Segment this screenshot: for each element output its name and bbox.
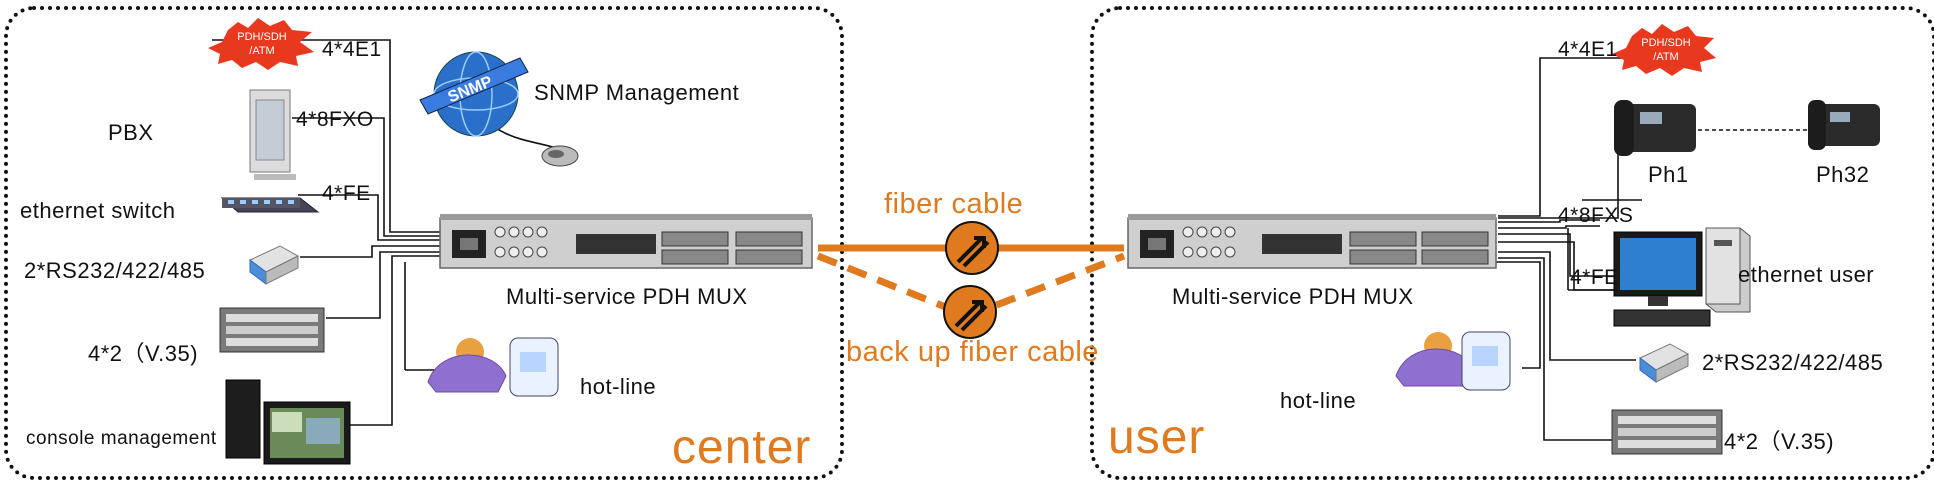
fe-port-label: 4*FE bbox=[1570, 266, 1619, 289]
snmp-globe-icon: SNMP bbox=[419, 51, 529, 137]
left-v35-label: 4*2（V.35) bbox=[88, 341, 199, 366]
user-zone-box bbox=[1090, 6, 1934, 480]
mouse-icon bbox=[541, 145, 579, 167]
switch-port-label: 4*FE bbox=[322, 182, 371, 205]
console-pc-icon bbox=[225, 379, 351, 465]
v35-chassis-right-icon bbox=[1611, 409, 1723, 455]
backup-fiber-cable-label: back up fiber cable bbox=[846, 336, 1099, 368]
hotline-right-icon bbox=[1395, 331, 1511, 391]
fiber-backup-connector-icon bbox=[943, 285, 997, 339]
pbx-label: PBX bbox=[108, 120, 154, 145]
left-serial-label: 2*RS232/422/485 bbox=[24, 258, 206, 283]
ethernet-user-pc-icon bbox=[1613, 227, 1751, 327]
pdh-badge-left-line2: /ATM bbox=[249, 45, 274, 57]
serial-converter-right-icon bbox=[1639, 343, 1690, 383]
left-hotline-label: hot-line bbox=[580, 374, 657, 399]
user-zone-label: user bbox=[1108, 411, 1206, 464]
ethernet-switch-icon bbox=[220, 197, 320, 213]
mux-left-device bbox=[439, 214, 813, 269]
ethernet-switch-label: ethernet switch bbox=[20, 198, 176, 223]
mux-left-label: Multi-service PDH MUX bbox=[506, 284, 748, 309]
ph1-label: Ph1 bbox=[1648, 162, 1689, 187]
serial-converter-left-icon bbox=[249, 245, 300, 285]
pdh-badge-right-icon: PDH/SDH /ATM bbox=[1612, 24, 1716, 76]
left-wiring bbox=[212, 39, 557, 426]
fiber-main-connector-icon bbox=[945, 221, 999, 275]
hotline-left-icon bbox=[427, 337, 559, 397]
pdh-badge-right-line2: /ATM bbox=[1653, 51, 1678, 63]
right-hotline-label: hot-line bbox=[1280, 388, 1357, 413]
console-label: console management bbox=[26, 428, 217, 449]
v35-chassis-left-icon bbox=[219, 307, 325, 353]
fiber-cable-label: fiber cable bbox=[884, 188, 1024, 220]
center-zone-label: center bbox=[672, 421, 812, 474]
pbx-port-label: 4*8FXO bbox=[296, 108, 374, 131]
ph32-label: Ph32 bbox=[1816, 162, 1870, 187]
mux-right-device bbox=[1127, 214, 1497, 269]
right-v35-label: 4*2（V.35) bbox=[1724, 429, 1835, 454]
fxs-port-label: 4*8FXS bbox=[1558, 204, 1634, 227]
ethernet-user-label: ethernet user bbox=[1738, 262, 1875, 287]
snmp-label: SNMP Management bbox=[534, 80, 740, 105]
phone-ph1-icon bbox=[1614, 100, 1696, 156]
pdh-badge-left-icon: PDH/SDH /ATM bbox=[208, 18, 314, 70]
pdh-badge-right-line1: PDH/SDH bbox=[1641, 37, 1691, 49]
pdh-badge-left-line1: PDH/SDH bbox=[237, 31, 287, 43]
center-zone-box bbox=[4, 6, 844, 480]
right-pdh-port-label: 4*4E1 bbox=[1558, 38, 1618, 61]
right-serial-label: 2*RS232/422/485 bbox=[1702, 350, 1884, 375]
left-pdh-port-label: 4*4E1 bbox=[322, 38, 382, 61]
mux-right-label: Multi-service PDH MUX bbox=[1172, 284, 1414, 309]
phone-ph32-icon bbox=[1808, 100, 1880, 150]
pbx-cabinet-icon bbox=[249, 89, 296, 180]
fiber-links bbox=[816, 221, 1126, 339]
